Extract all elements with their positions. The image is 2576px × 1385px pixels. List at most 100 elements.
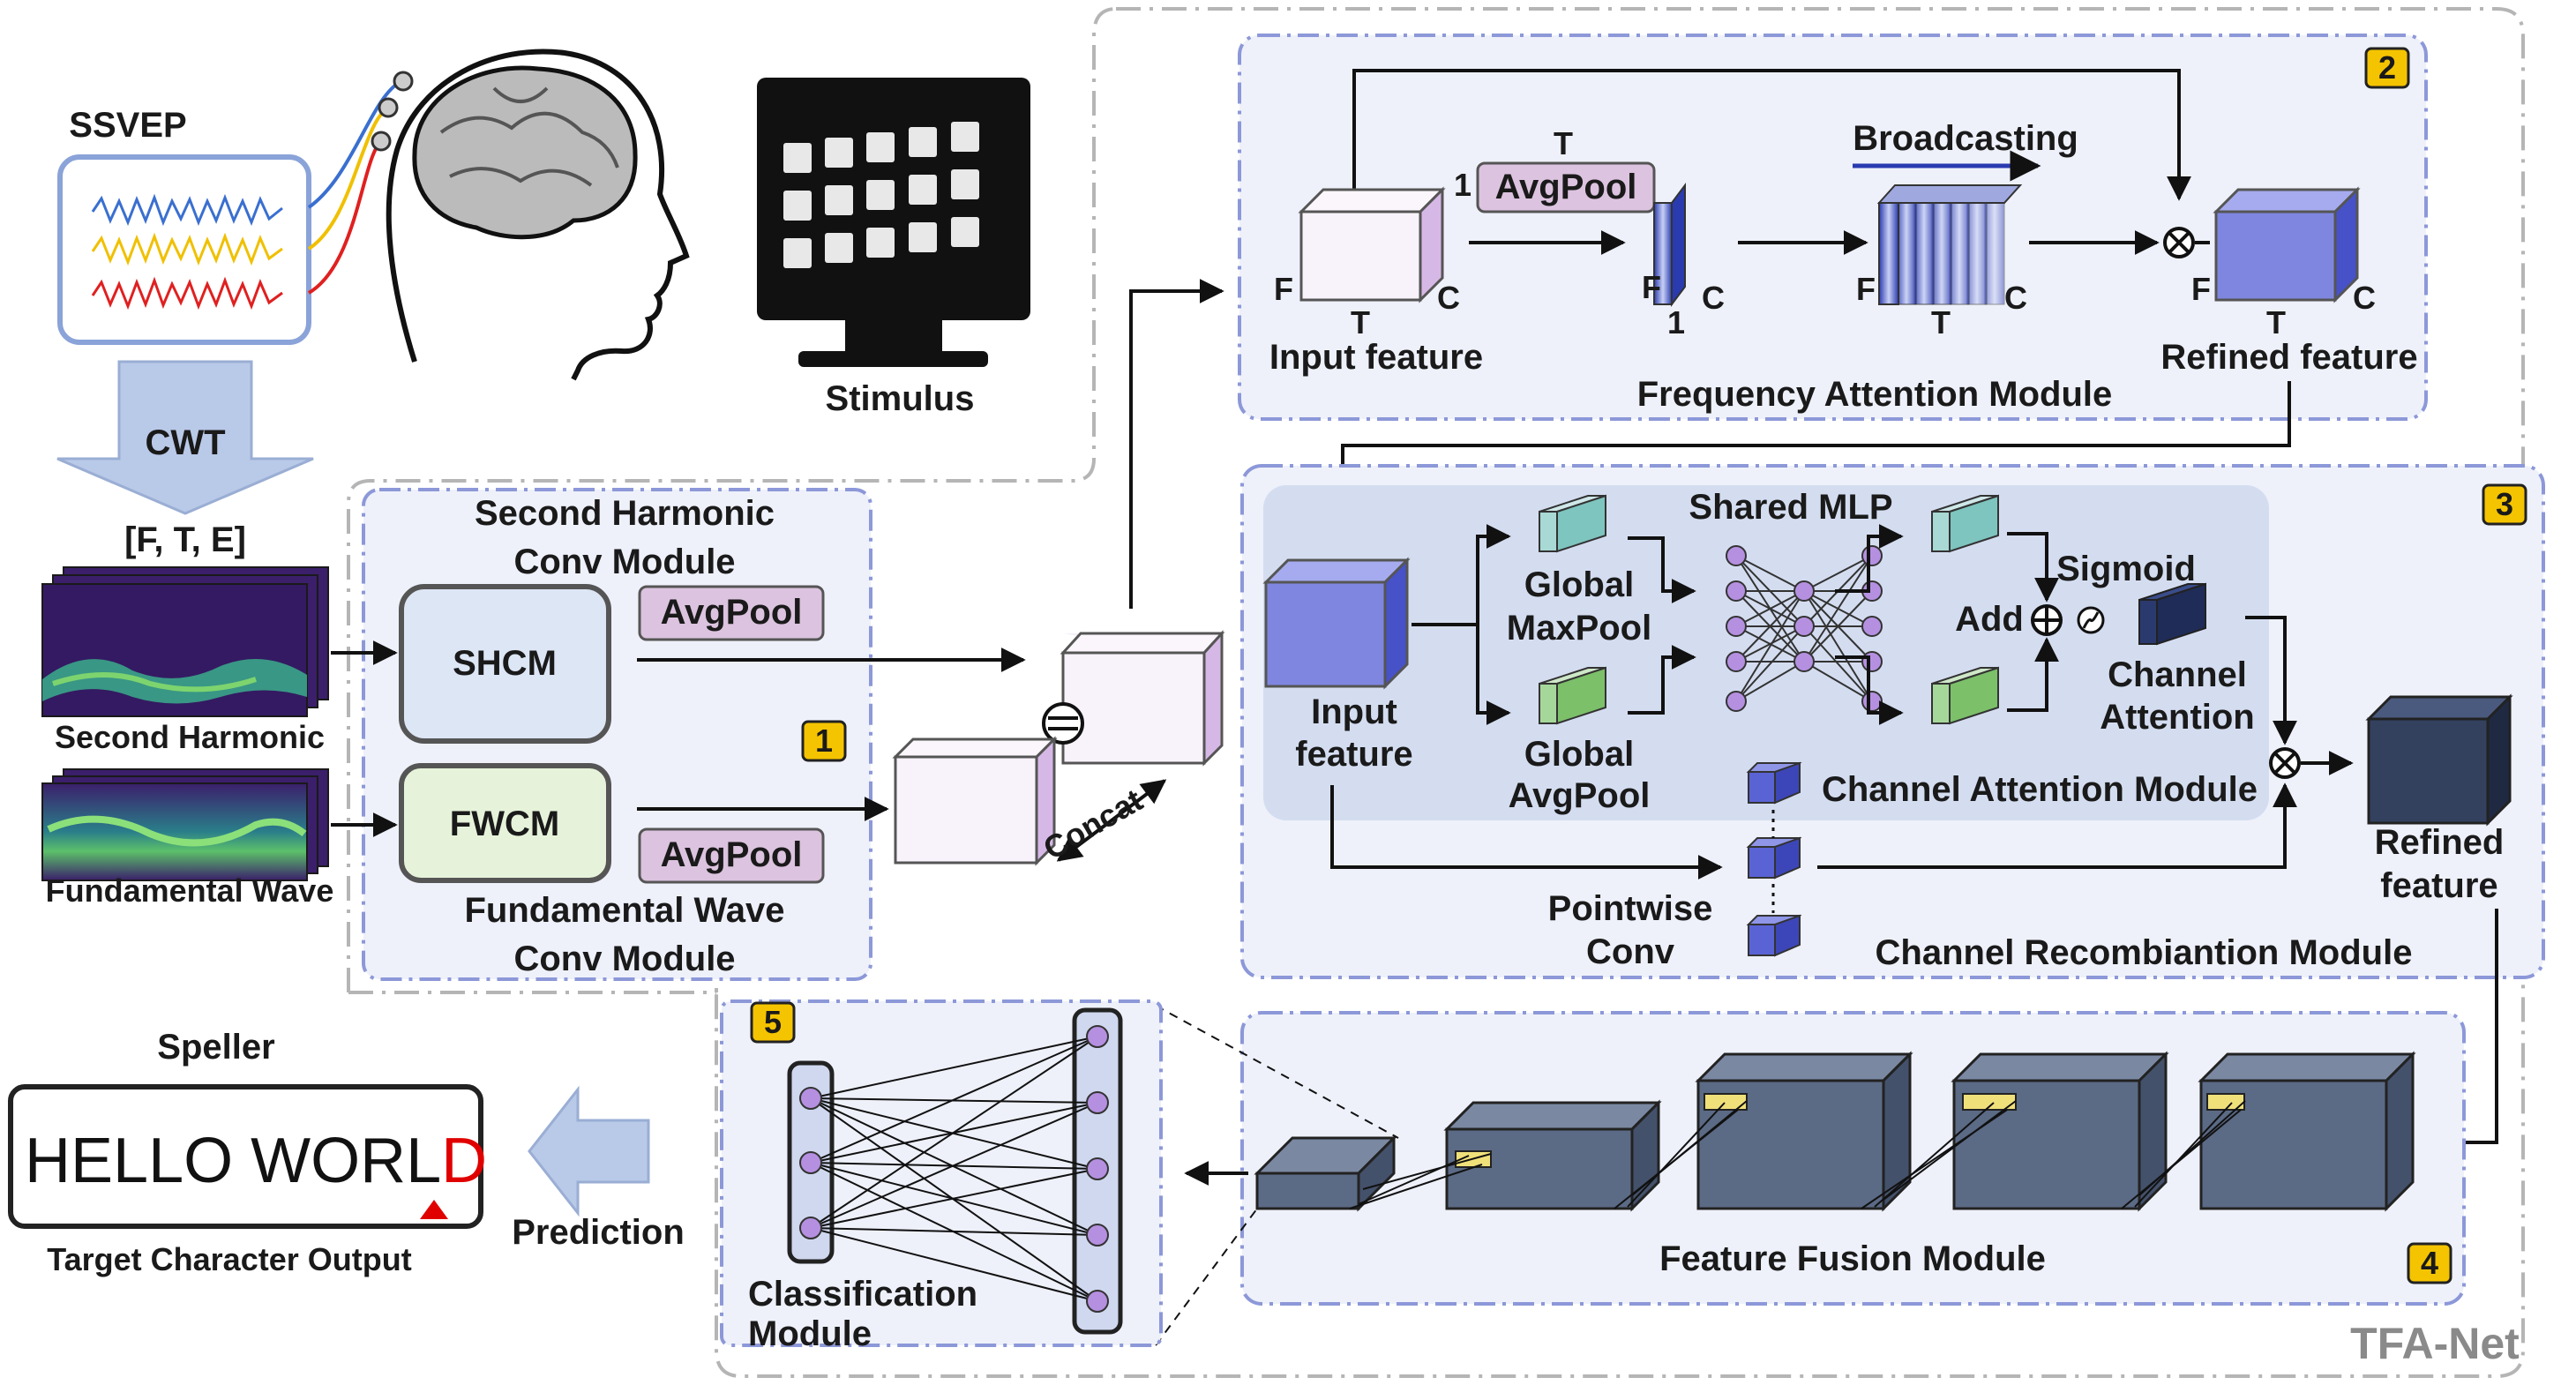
speller-target-char: D	[441, 1126, 487, 1196]
shared-mlp-label: Shared MLP	[1689, 488, 1892, 527]
fam-axis-f-4: F	[2191, 271, 2211, 307]
classification-title-line2: Module	[748, 1314, 872, 1353]
fam-avgpool-axis-1: 1	[1454, 167, 1471, 203]
fam-pooled-slab	[1653, 183, 1686, 307]
ffm-projection-lines	[1349, 1100, 2246, 1209]
ssvep-label: SSVEP	[69, 106, 186, 145]
crm-input-label-2: feature	[1295, 735, 1412, 774]
global-maxpool-label-1: Global	[1524, 565, 1634, 604]
global-maxpool-label-2: MaxPool	[1507, 609, 1651, 648]
prediction-arrow	[528, 1085, 650, 1217]
avgpool-vector	[1539, 666, 1606, 725]
mlp-out-vector-2	[1931, 666, 1999, 725]
fwcm-title-line1: Fundamental Wave	[464, 891, 784, 930]
fwcm-block	[399, 763, 611, 883]
speller-text: HELLO WORLD	[25, 1126, 487, 1196]
fam-axis-c-2: C	[1702, 280, 1725, 316]
target-marker-icon	[420, 1200, 448, 1219]
dims-label: [F, T, E]	[124, 520, 246, 559]
channel-attention-vector	[2138, 582, 2206, 646]
shcm-title-line1: Second Harmonic	[475, 494, 775, 533]
global-avgpool-label-2: AvgPool	[1509, 776, 1651, 815]
badge-3	[2482, 483, 2527, 526]
sigmoid-label: Sigmoid	[2056, 550, 2196, 588]
fam-axis-f-2: F	[1642, 269, 1661, 305]
badge-1	[801, 720, 847, 762]
fundamental-wave-label: Fundamental Wave	[46, 872, 334, 909]
fam-axis-f-1: F	[1274, 271, 1293, 307]
badge-5	[750, 1001, 796, 1044]
feature-fusion-title: Feature Fusion Module	[1659, 1239, 2046, 1278]
fam-axis-t-4: T	[2266, 304, 2286, 341]
channel-attention-label-1: Channel	[2108, 655, 2247, 694]
network-name: TFA-Net	[2350, 1319, 2520, 1368]
fam-refined-feature-label: Refined feature	[2160, 338, 2417, 377]
electrode-2	[378, 97, 399, 118]
fam-avgpool-label: AvgPool	[1495, 168, 1637, 206]
broadcasting-label: Broadcasting	[1853, 119, 2078, 158]
crm-refined-label-2: feature	[2380, 866, 2497, 905]
crm-refined-label-1: Refined	[2375, 823, 2505, 862]
badge-2	[2364, 47, 2410, 89]
shcm-block	[399, 584, 611, 744]
pointwise-conv-cubes	[1746, 761, 1802, 957]
badge-2-label: 2	[2378, 49, 2396, 86]
stimulus-monitor-icon	[757, 78, 1030, 367]
badge-4-label: 4	[2421, 1245, 2438, 1281]
classifier-neurons	[799, 1025, 1109, 1313]
fam-axis-f-3: F	[1856, 271, 1876, 307]
fundamental-wave-spectrogram	[41, 768, 329, 881]
second-harmonic-label: Second Harmonic	[55, 719, 325, 755]
concat-operator-icon	[1042, 702, 1084, 745]
channel-attention-label-2: Attention	[2100, 698, 2255, 737]
badge-4	[2407, 1242, 2452, 1284]
speller-typed-text: HELLO WORL	[25, 1126, 441, 1196]
fam-avgpool-block	[1476, 161, 1656, 213]
badge-5-label: 5	[764, 1004, 782, 1040]
add-label: Add	[1955, 600, 2024, 639]
fam-axis-t-3: T	[1931, 304, 1951, 341]
brain-icon	[412, 65, 638, 240]
electrode-1	[393, 71, 414, 92]
badge-1-label: 1	[815, 722, 833, 759]
speller-display	[8, 1084, 483, 1229]
pointwise-conv-label-1: Pointwise	[1548, 889, 1713, 928]
fam-axis-t-1: T	[1351, 304, 1370, 341]
avgpool-label-1: AvgPool	[661, 593, 803, 632]
fwcm-title-line2: Conv Module	[513, 940, 735, 978]
channel-recombination-title: Channel Recombiantion Module	[1876, 933, 2413, 972]
crm-input-feature-cube	[1262, 557, 1411, 690]
concat-cube-back	[1060, 630, 1225, 767]
fam-axis-1-2: 1	[1667, 304, 1685, 341]
broadcast-slab-stack	[1876, 184, 2023, 305]
frequency-attention-panel	[1238, 34, 2428, 421]
eeg-trace-yellow	[91, 232, 283, 266]
ffm-block-1	[1443, 1099, 1662, 1212]
frequency-attention-title: Frequency Attention Module	[1637, 375, 2113, 414]
fam-input-feature-label: Input feature	[1269, 338, 1483, 377]
eeg-trace-red	[91, 276, 283, 311]
fam-input-feature-cube	[1298, 186, 1446, 303]
target-output-caption: Target Character Output	[47, 1241, 411, 1277]
classifier-connections	[810, 1036, 1098, 1302]
global-avgpool-label-1: Global	[1524, 735, 1634, 774]
electrode-3	[371, 131, 392, 152]
fam-axis-c-1: C	[1437, 280, 1460, 316]
to-frequency-arrow	[1129, 279, 1224, 609]
avgpool-block-2	[638, 827, 825, 884]
fam-refined-feature-cube	[2213, 186, 2361, 303]
shcm-title-line2: Conv Module	[513, 543, 735, 581]
cwt-label: CWT	[145, 423, 225, 462]
ffm-block-3	[1951, 1051, 2169, 1212]
eeg-trace-blue	[91, 193, 283, 227]
cwt-arrow	[56, 360, 314, 515]
classification-title-line1: Classification	[748, 1275, 977, 1314]
concat-arrow	[1056, 779, 1167, 862]
fam-axis-c-3: C	[2004, 280, 2027, 316]
second-harmonic-spectrogram	[41, 566, 329, 717]
shcm-label: SHCM	[453, 644, 557, 683]
prediction-label: Prediction	[512, 1213, 685, 1252]
speller-label: Speller	[157, 1028, 274, 1067]
avgpool-block-1	[638, 585, 825, 641]
